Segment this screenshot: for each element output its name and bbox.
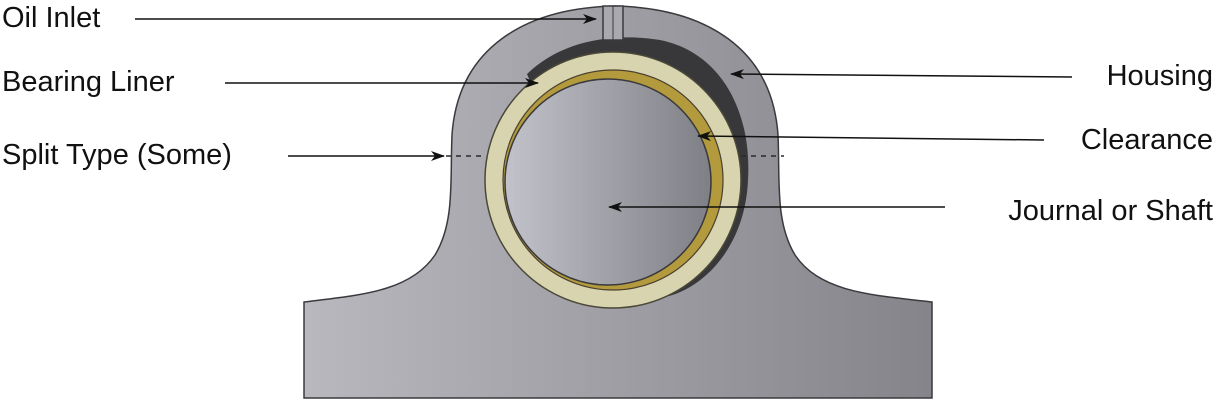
leader-housing <box>730 69 1073 80</box>
housing-label: Housing <box>1106 60 1213 92</box>
oil-inlet-label: Oil Inlet <box>2 2 101 34</box>
split-type-label: Split Type (Some) <box>2 139 232 171</box>
bearing-liner-label: Bearing Liner <box>2 66 175 98</box>
clearance-label: Clearance <box>1080 124 1213 156</box>
journal-shaft-label: Journal or Shaft <box>1008 195 1213 227</box>
leader-clearance <box>697 131 1045 142</box>
journal-shaft <box>504 78 712 286</box>
